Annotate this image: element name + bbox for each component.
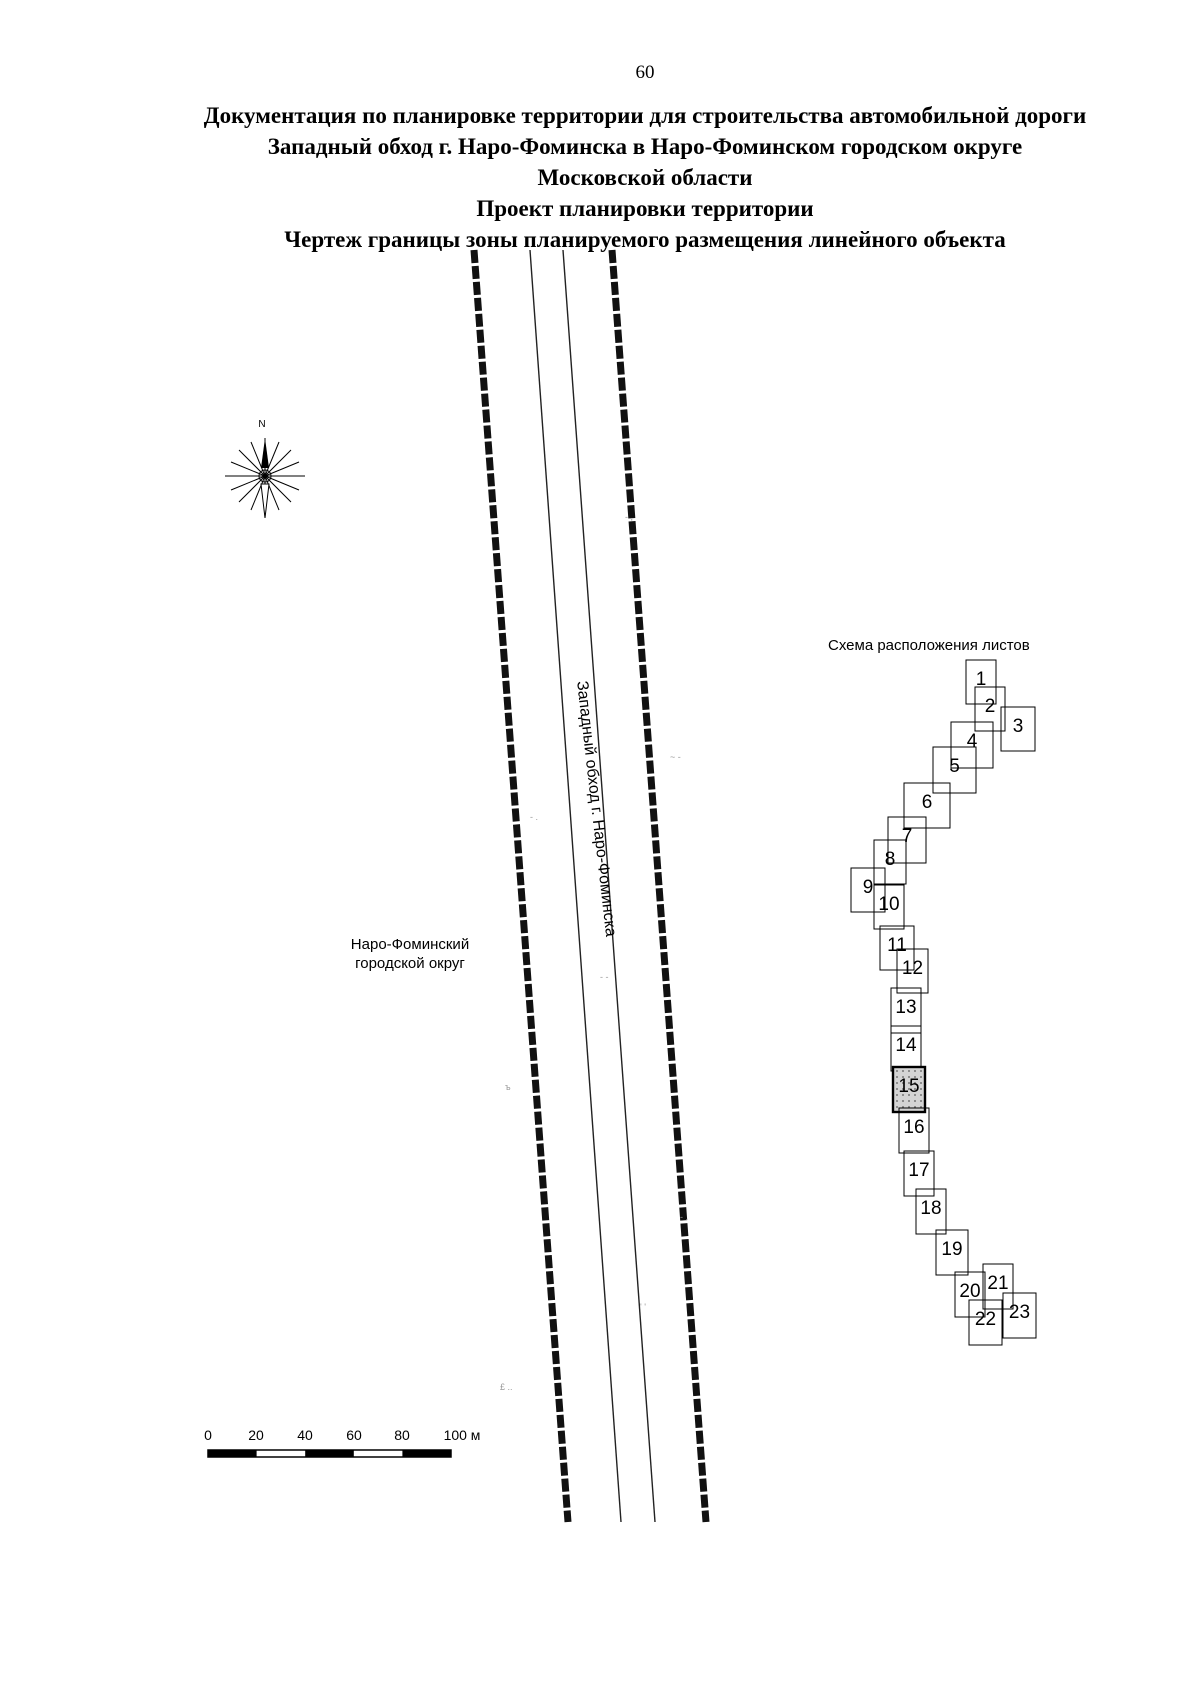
sheet-label-14: 14 — [895, 1035, 917, 1056]
sheet-box-16 — [898, 1107, 930, 1154]
sheet-box-10 — [873, 884, 905, 930]
sheet-label-6: 6 — [922, 792, 933, 813]
svg-text:~ -: ~ - — [670, 752, 681, 762]
title-line-5: Чертеж границы зоны планируемого размеще… — [284, 227, 1006, 252]
sheet-box-8 — [873, 839, 907, 885]
sheet-label-11: 11 — [887, 935, 907, 956]
sheet-box-19 — [935, 1229, 969, 1276]
scale-label-60: 60 — [346, 1427, 362, 1443]
sheet-label-7: 7 — [902, 826, 913, 847]
sheet-box-21 — [982, 1263, 1014, 1310]
scale-label-80: 80 — [394, 1427, 410, 1443]
sheet-box-18 — [915, 1188, 947, 1235]
survey-marks: - , ~ - ъ - - - . £ .. ' ' - . — [500, 512, 688, 1392]
svg-text:- .: - . — [680, 1212, 688, 1222]
sheet-box-15 — [891, 1065, 927, 1114]
sheet-label-16: 16 — [903, 1117, 924, 1138]
sheet-box-13 — [890, 987, 922, 1034]
scale-label-20: 20 — [248, 1427, 264, 1443]
sheet-label-22: 22 — [975, 1309, 996, 1330]
svg-text:' ': ' ' — [640, 1302, 646, 1312]
sheet-box-23 — [1002, 1292, 1037, 1339]
sheet-label-18: 18 — [920, 1198, 941, 1219]
sheet-label-5: 5 — [949, 756, 960, 777]
sheet-box-1 — [965, 659, 997, 705]
title-line-3: Московской области — [537, 165, 753, 190]
sheet-box-4 — [950, 721, 994, 769]
compass-north-label: N — [258, 419, 265, 430]
sheet-box-12 — [896, 948, 929, 994]
sheet-box-5 — [932, 746, 977, 794]
sheet-label-4: 4 — [967, 731, 978, 752]
document-title: Документация по планировке территории дл… — [150, 100, 1140, 255]
sheet-label-20: 20 — [959, 1281, 980, 1302]
compass-rose-icon — [225, 438, 305, 519]
scale-label-100: 100 м — [443, 1427, 481, 1443]
title-line-2: Западный обход г. Наро-Фоминска в Наро-Ф… — [267, 134, 1023, 159]
title-line-1: Документация по планировке территории дл… — [203, 103, 1087, 128]
sheet-box-20 — [954, 1271, 986, 1318]
svg-text:- .: - . — [530, 812, 538, 822]
sheet-label-9: 9 — [863, 877, 874, 898]
sheet-label-15: 15 — [898, 1076, 919, 1097]
district-label-line-2: городской округ — [355, 955, 465, 972]
sheet-label-12: 12 — [902, 958, 923, 979]
sheet-box-17 — [903, 1150, 935, 1197]
svg-text:£ ..: £ .. — [500, 1382, 513, 1392]
sheet-box-6 — [903, 782, 951, 829]
zone-boundary-left — [470, 249, 572, 1523]
sheet-label-21: 21 — [987, 1273, 1008, 1294]
sheet-label-2: 2 — [985, 696, 996, 717]
road-edge-left — [529, 249, 622, 1523]
title-line-4: Проект планировки территории — [476, 196, 814, 221]
district-label: Наро-Фоминский городской округ — [320, 935, 500, 973]
sheet-scheme-title: Схема расположения листов — [828, 637, 1030, 654]
sheet-box-22 — [968, 1299, 1003, 1346]
sheet-label-8: 8 — [885, 849, 896, 870]
scale-bar — [207, 1449, 452, 1458]
district-label-line-1: Наро-Фоминский — [350, 936, 470, 953]
page-number: 60 — [635, 62, 655, 83]
sheet-label-3: 3 — [1013, 716, 1024, 737]
scale-label-40: 40 — [297, 1427, 313, 1443]
scale-label-0: 0 — [204, 1427, 212, 1443]
svg-text:- ,: - , — [625, 512, 633, 522]
svg-text:ъ: ъ — [505, 1082, 511, 1092]
svg-text:- -: - - — [600, 972, 609, 982]
sheet-label-13: 13 — [895, 997, 916, 1018]
sheet-label-1: 1 — [976, 669, 987, 690]
sheet-box-2 — [974, 686, 1006, 732]
sheet-label-17: 17 — [908, 1160, 929, 1181]
road-edge-right — [562, 249, 656, 1523]
zone-boundary-right — [608, 249, 710, 1523]
sheet-label-19: 19 — [941, 1239, 962, 1260]
sheet-box-9 — [850, 867, 886, 913]
sheet-label-23: 23 — [1009, 1302, 1030, 1323]
sheet-box-3 — [1000, 706, 1036, 752]
sheet-label-10: 10 — [878, 894, 899, 915]
